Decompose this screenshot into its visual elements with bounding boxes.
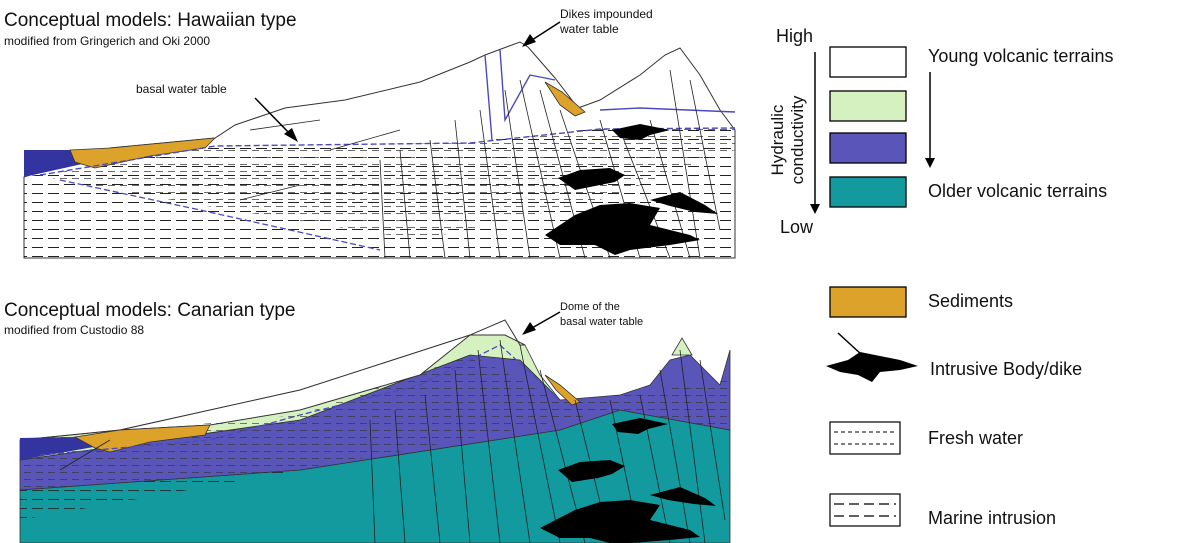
swatch-sediments: [829, 286, 907, 318]
hawaiian-title: Conceptual models: Hawaiian type: [4, 10, 297, 31]
legend: [810, 46, 935, 527]
canarian-subtitle: modified from Custodio 88: [4, 323, 145, 337]
swatch-teal: [829, 176, 907, 208]
swatch-young: [829, 46, 907, 78]
label-dome-2: basal water table: [560, 316, 644, 328]
hawaiian-cross-section: [23, 21, 736, 259]
canarian-cross-section: [19, 311, 731, 543]
legend-intrusive: Intrusive Body/dike: [930, 359, 1083, 379]
intrusive-body-top-1: [545, 203, 700, 255]
hawaiian-subtitle: modified from Gringerich and Oki 2000: [4, 34, 211, 48]
legend-marine: Marine intrusion: [928, 508, 1057, 528]
label-dome-1: Dome of the: [560, 301, 620, 313]
intrusive-body-bottom-2: [558, 460, 625, 482]
swatch-green: [829, 90, 907, 122]
canarian-title: Conceptual models: Canarian type: [4, 300, 296, 321]
legend-young: Young volcanic terrains: [928, 46, 1114, 66]
axis-label-line1: Hydraulic: [768, 104, 787, 176]
intrusive-symbol-line: [837, 332, 863, 356]
swatch-fresh: [829, 421, 901, 455]
intrusive-body-top-2: [558, 168, 625, 190]
legend-sediments: Sediments: [928, 291, 1014, 311]
intrusive-body-bottom-1: [540, 500, 700, 543]
legend-fresh: Fresh water: [928, 428, 1024, 448]
intrusive-symbol: [826, 352, 918, 382]
label-dikes-impounded-1: Dikes impounded: [560, 7, 653, 21]
axis-high-label: High: [776, 26, 814, 46]
sediments-top-right: [544, 81, 586, 117]
label-dikes-impounded-2: water table: [560, 22, 619, 36]
intrusive-body-bottom-3: [612, 418, 668, 434]
intrusive-body-top-4: [650, 192, 718, 214]
legend-older: Older volcanic terrains: [928, 181, 1108, 201]
label-basal-water-table: basal water table: [136, 82, 227, 96]
swatch-marine: [829, 493, 901, 527]
axis-low-label: Low: [780, 217, 814, 237]
intrusive-body-top-3: [612, 124, 670, 140]
axis-label: Hydraulic conductivity: [768, 76, 808, 204]
swatch-purple: [829, 132, 907, 164]
axis-label-line2: conductivity: [788, 95, 807, 185]
intrusive-body-bottom-4: [650, 487, 716, 506]
sediments-bottom-left: [73, 424, 211, 453]
